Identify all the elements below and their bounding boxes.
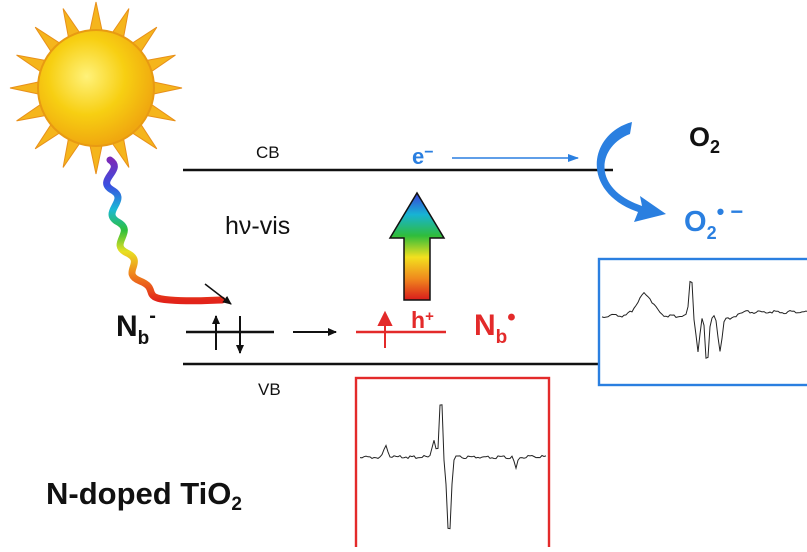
oxygen-label: O2 [689,122,721,157]
electron-main: e [412,144,425,169]
epr-spectrum-red [354,376,551,552]
photon-arrow-head [204,283,232,305]
material-title: N-doped TiO2 [46,478,242,514]
photon-energy-label: hν-vis [225,212,291,240]
o2-main: O [689,122,711,152]
nb-superscript: - [149,305,156,327]
nb-minus-label: Nb- [116,306,156,348]
nb-subscript: b [137,328,150,349]
electron-label: e− [412,145,434,168]
rainbow-up-arrow-icon [388,191,446,301]
curved-blue-arrow-icon [596,122,666,222]
nbr-main: N [474,309,496,342]
nbr-subscript: b [495,327,508,348]
hole-superscript: + [425,308,434,325]
valence-band-label: VB [258,380,281,399]
hole-main: h [411,307,426,333]
title-subscript: 2 [231,494,242,515]
red-spin-up-arrow [377,310,393,348]
sun-icon [9,1,183,175]
o2-subscript: 2 [710,137,721,157]
rainbow-wave-photon-icon [103,156,226,305]
nb-main: N [116,310,138,343]
o2r-main: O [684,206,707,238]
title-main: N-doped TiO [46,476,232,511]
superoxide-label: O2• − [684,199,744,243]
epr-spectrum-blue [597,257,807,387]
o2r-subscript: 2 [706,223,717,243]
electron-superscript: − [424,144,434,161]
nbr-superscript: • [507,304,516,331]
o2r-superscript: • − [716,199,744,224]
conduction-band-label: CB [256,143,280,162]
hole-label: h+ [411,309,434,332]
nb-radical-label: Nb• [474,304,516,348]
